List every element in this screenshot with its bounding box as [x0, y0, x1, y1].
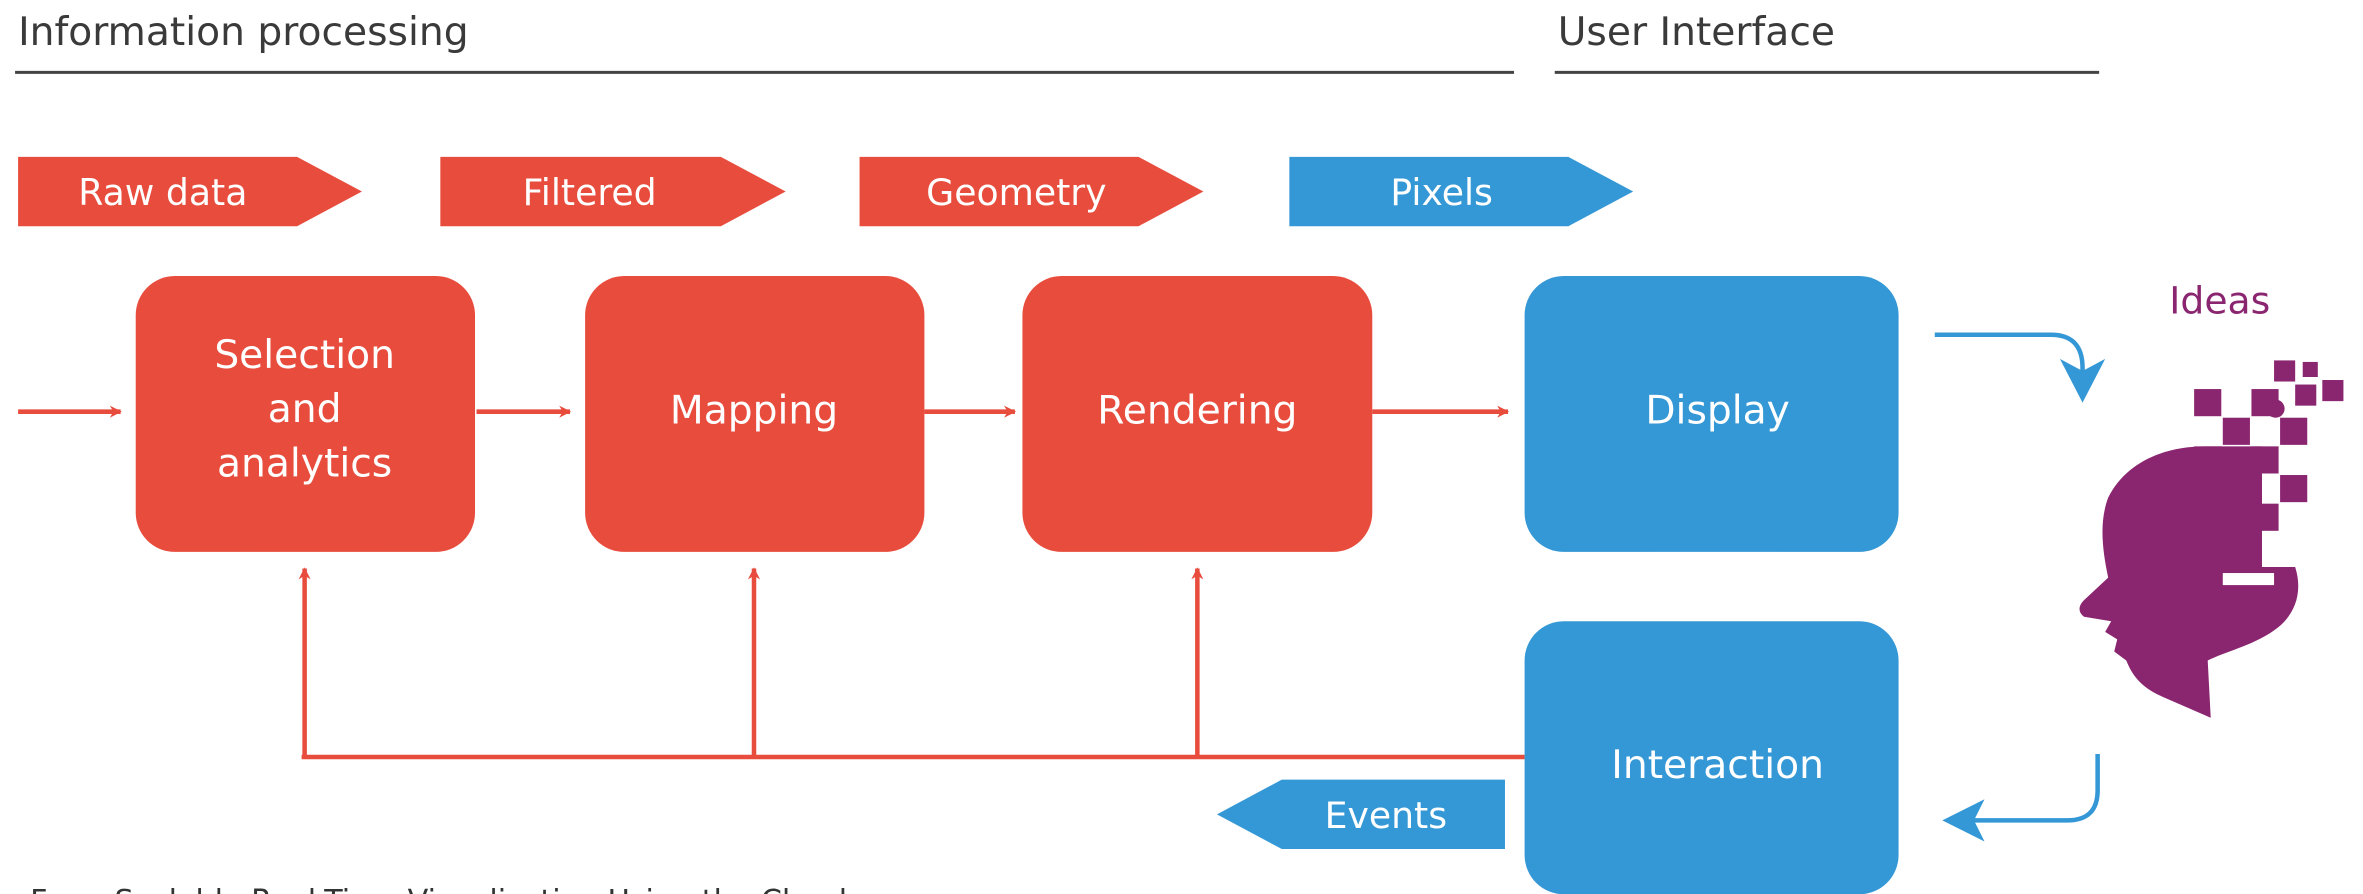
tag-events-label: Events	[1325, 794, 1448, 837]
box-selection-line-2: and	[268, 387, 342, 432]
head-with-pixels-icon	[2079, 360, 2344, 718]
box-display: Display	[1524, 275, 1899, 552]
tag-raw-data: Raw data	[18, 156, 362, 227]
tag-filtered: Filtered	[440, 156, 786, 227]
box-interaction-label: Interaction	[1611, 743, 1824, 788]
box-interaction: Interaction	[1524, 621, 1899, 894]
box-rendering: Rendering	[1022, 275, 1373, 552]
caption: From Scalable Real-Time Visualization Us…	[30, 884, 847, 894]
arrow-ideas-to-interaction	[1942, 754, 2100, 842]
section-heading-user-interface: User Interface	[1558, 10, 1835, 55]
ideas-label: Ideas	[2169, 279, 2270, 323]
tag-filtered-label: Filtered	[523, 171, 657, 214]
section-heading-information-processing: Information processing	[18, 10, 468, 55]
box-display-label: Display	[1645, 389, 1789, 434]
tag-raw-data-label: Raw data	[78, 171, 247, 214]
arrow-display-to-ideas	[1934, 332, 2106, 403]
box-selection-and-analytics: Selection and analytics	[135, 275, 476, 552]
box-mapping-label: Mapping	[670, 389, 838, 434]
tag-pixels: Pixels	[1289, 156, 1634, 227]
tag-geometry-label: Geometry	[926, 171, 1106, 214]
box-rendering-label: Rendering	[1097, 389, 1297, 434]
feedback-loop	[298, 567, 1525, 760]
box-mapping: Mapping	[585, 275, 925, 552]
box-selection-line-1: Selection	[214, 333, 395, 378]
tag-events: Events	[1216, 779, 1505, 850]
box-selection-line-3: analytics	[217, 442, 392, 487]
tag-geometry: Geometry	[859, 156, 1204, 227]
tag-pixels-label: Pixels	[1390, 171, 1493, 214]
